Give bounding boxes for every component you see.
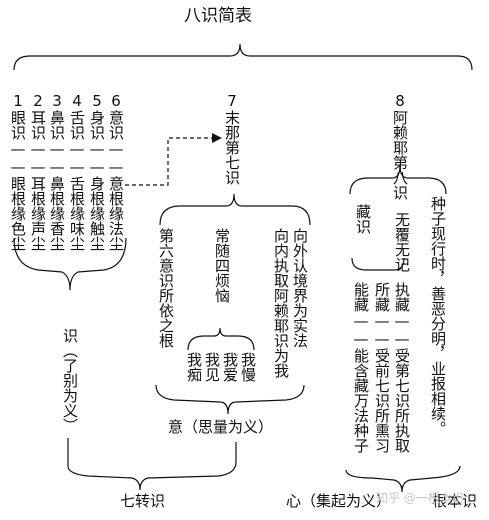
- root-bracket: [345, 465, 461, 493]
- affliction-pride: 我慢: [239, 352, 257, 382]
- zangshi-bracket: [351, 257, 405, 271]
- label-yi: 意（思量为义）: [168, 418, 274, 436]
- consciousness-6: 6意识——意根缘法尘: [107, 92, 125, 251]
- consciousness-5: 5身识——身根缘触尘: [88, 92, 106, 251]
- eighth-branch-seeds: 种子现行时，善恶分明，业报相续。: [429, 196, 447, 436]
- dashed-arrow: [125, 137, 212, 186]
- seventh-branch-inner: 向内执取阿赖耶识为我: [272, 228, 290, 378]
- consciousness-2: 2耳识——耳根缘声尘: [29, 92, 47, 251]
- label-xin: 心（集起为义）: [286, 492, 392, 510]
- affliction-view: 我见: [203, 352, 221, 382]
- storage-held: 执藏——受第七识所执取: [393, 282, 411, 453]
- storage-stored: 所藏——受前七识所熏习: [373, 282, 391, 453]
- top-bracket: [13, 43, 473, 71]
- eighth-branch-neutral: 无覆无记: [393, 212, 411, 272]
- yi-bracket: [155, 384, 305, 415]
- arrow-head: [212, 133, 222, 143]
- seventh-branch-afflictions: 常随四烦恼: [213, 228, 231, 303]
- storage-able: 能藏——能含藏万法种子: [352, 282, 370, 453]
- eighth-bracket: [349, 165, 447, 195]
- seventh-bracket: [159, 193, 311, 226]
- affliction-bracket: [187, 327, 255, 351]
- eighth-branch-storage: 藏识: [354, 204, 372, 234]
- label-shi: 识（了别为义）: [61, 328, 79, 433]
- consciousness-3: 3鼻识——鼻根缘香尘: [48, 92, 66, 251]
- eighth-consciousness: 8阿赖耶第八识: [391, 92, 409, 200]
- affliction-love: 我爱: [221, 352, 239, 382]
- six-bracket: [13, 237, 127, 291]
- qizhuan-bracket: [67, 438, 237, 491]
- seventh-branch-root: 第六意识所依之根: [157, 228, 175, 348]
- watermark: 知乎 @一根本识: [376, 491, 464, 505]
- seventh-consciousness: 7末那第七识: [223, 92, 241, 185]
- seventh-branch-outer: 向外认境界为实法: [291, 228, 309, 348]
- consciousness-4: 4舌识——舌根缘味尘: [68, 92, 86, 251]
- label-genbenshi: 根本识: [432, 492, 478, 510]
- label-qizhuanshi: 七转识: [120, 492, 166, 510]
- diagram-title: 八识简表: [184, 6, 252, 26]
- consciousness-1: 1眼识——眼根缘色尘: [9, 92, 27, 251]
- affliction-ignorance: 我痴: [185, 352, 203, 382]
